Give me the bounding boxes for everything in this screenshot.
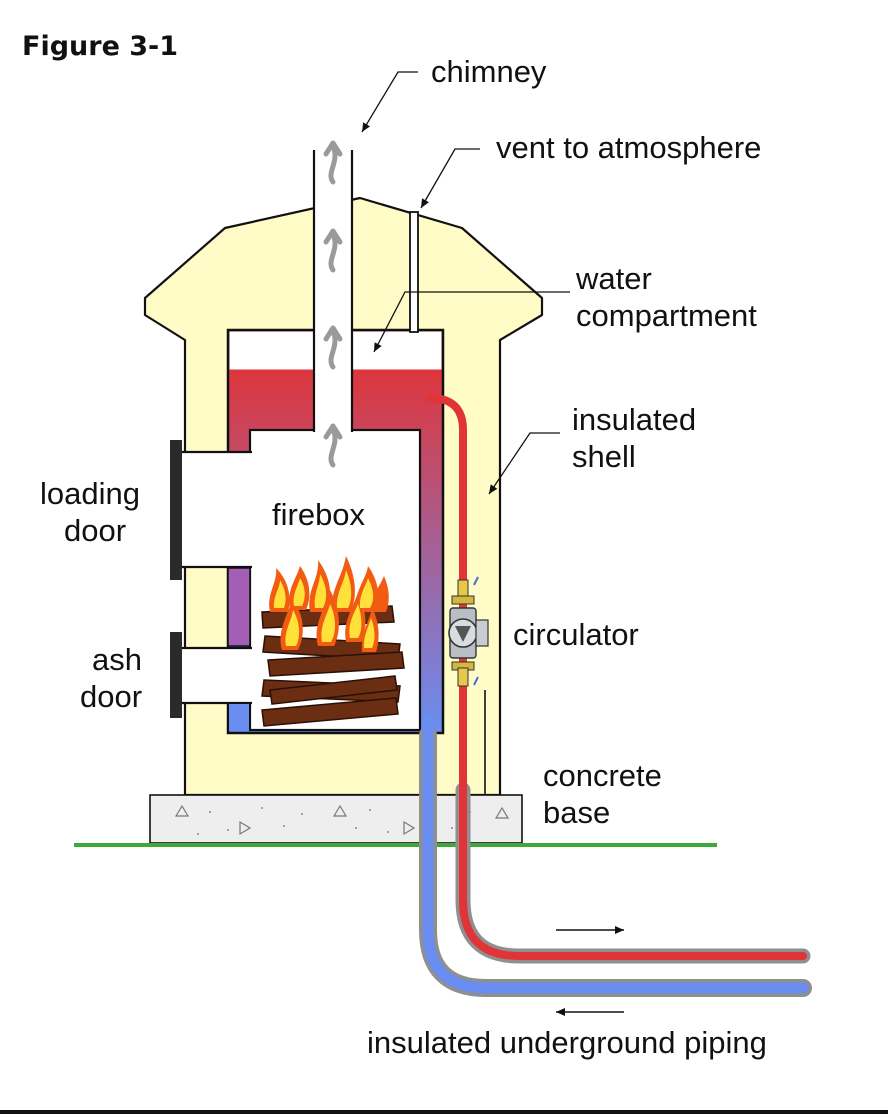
label-ash-1: ash [92,642,142,677]
label-loading-1: loading [40,476,140,511]
label-vent: vent to atmosphere [496,130,761,165]
label-firebox: firebox [272,497,366,532]
circulator-pump-icon [448,576,489,687]
label-circulator: circulator [513,617,639,652]
figure-title: Figure 3-1 [22,31,178,62]
label-water-1: water [575,261,652,296]
label-water-2: compartment [576,298,757,333]
smoke-arrows [323,140,343,468]
label-chimney: chimney [431,54,547,89]
label-loading-2: door [64,513,126,548]
label-insulated-2: shell [572,439,636,474]
ash-door-panel [227,567,251,647]
chimney-flue [314,150,352,432]
concrete-speckle [174,804,510,836]
ash-door [170,632,182,718]
label-insulated-1: insulated [572,402,696,437]
label-ash-2: door [80,679,142,714]
label-concrete-2: base [543,795,610,830]
label-concrete-1: concrete [543,758,662,793]
leader-lines [361,71,570,495]
loading-door [170,440,182,580]
vent-pipe [409,211,419,333]
label-piping: insulated underground piping [367,1025,767,1060]
lower-water-patch [229,704,249,731]
supply-pipe [426,394,807,960]
ash-door-opening [180,648,252,703]
return-pipe [422,714,809,994]
loading-door-opening [180,452,252,567]
fire-flames [269,556,389,652]
